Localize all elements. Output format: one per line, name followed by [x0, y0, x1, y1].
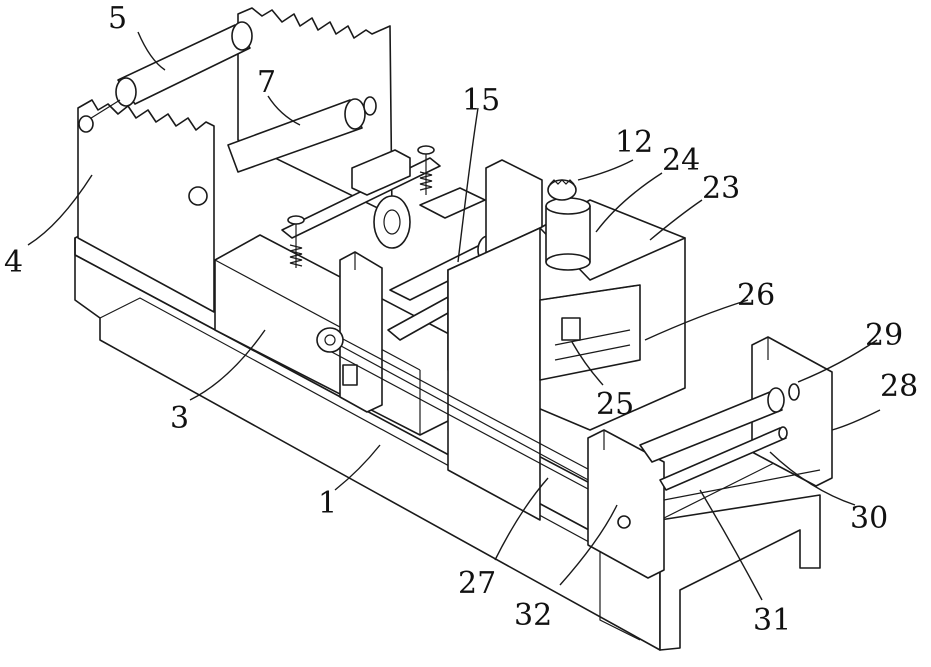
label-1: 1: [318, 486, 337, 521]
label-27: 27: [458, 566, 496, 601]
label-32: 32: [514, 598, 552, 633]
label-4: 4: [4, 245, 23, 280]
label-7: 7: [257, 65, 276, 100]
label-12: 12: [615, 125, 653, 160]
label-31: 31: [753, 603, 791, 638]
label-26: 26: [737, 278, 775, 313]
left-upright: [340, 252, 382, 412]
label-30: 30: [850, 501, 888, 536]
label-3: 3: [170, 401, 189, 436]
label-5: 5: [108, 1, 127, 36]
label-24: 24: [662, 143, 700, 178]
label-15: 15: [462, 83, 500, 118]
plate-hole: [189, 187, 207, 205]
label-25: 25: [596, 387, 634, 422]
blade-block-25: [562, 318, 580, 340]
label-28: 28: [880, 369, 918, 404]
label-23: 23: [702, 171, 740, 206]
plate-hole: [618, 516, 630, 528]
motor-24: [546, 198, 590, 270]
label-29: 29: [865, 318, 903, 353]
gear-12: [548, 180, 576, 200]
